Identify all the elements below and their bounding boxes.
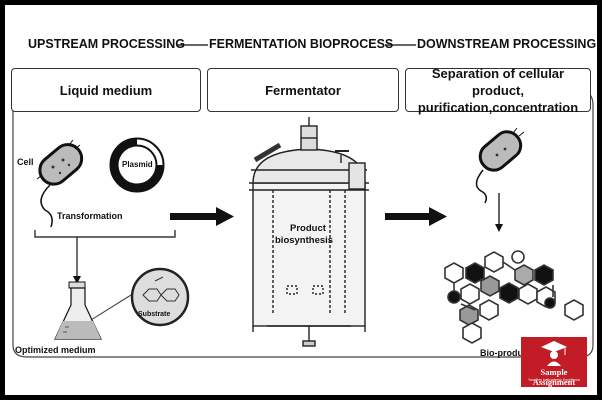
downstream-arrow-head (495, 224, 503, 232)
arrow-to-fermentor (170, 207, 234, 226)
product-cell-icon (475, 127, 525, 204)
stage-title-upstream: UPSTREAM PROCESSING (28, 37, 185, 51)
cell-icon (36, 139, 84, 228)
logo-tagline: Your Key to Academic Excellence (527, 378, 580, 382)
transformation-bracket (34, 230, 176, 238)
stage-title-downstream: DOWNSTREAM PROCESSING (417, 37, 597, 51)
diagram-canvas: UPSTREAM PROCESSING FERMENTATION BIOPROC… (5, 5, 597, 395)
substrate-pointer (90, 294, 132, 321)
label-bio-products: Bio-products (480, 348, 536, 358)
sample-assignment-logo: Sample Assignment Your Key to Academic E… (521, 337, 587, 387)
label-transformation: Transformation (57, 211, 123, 221)
label-substrate: Substrate (138, 311, 171, 318)
diagram-artwork (12, 44, 594, 358)
box-separation-line2: purification,concentration (417, 99, 579, 115)
label-biosynthesis: biosynthesis (275, 235, 334, 246)
arrow-to-downstream (385, 207, 447, 226)
label-optimized-medium: Optimized medium (15, 345, 96, 355)
bio-products-molecules-icon (444, 250, 584, 344)
box-fermentator: Fermentator (207, 68, 399, 112)
label-cell: Cell (17, 157, 34, 167)
box-liquid-medium: Liquid medium (11, 68, 201, 112)
label-plasmid: Plasmid (122, 160, 153, 169)
graduate-icon (541, 341, 567, 366)
box-separation: Separation of cellular product, purifica… (405, 65, 591, 115)
plasmid-icon (109, 137, 165, 193)
fermentor-vessel-icon (249, 117, 369, 347)
box-liquid-medium-label: Liquid medium (59, 82, 153, 98)
box-separation-line1: Separation of cellular product, (431, 65, 565, 98)
logo-name: Sample Assignment (532, 367, 576, 387)
box-fermentator-label: Fermentator (265, 82, 341, 98)
substrate-magnifier-icon (130, 267, 190, 327)
stage-title-fermentation: FERMENTATION BIOPROCESS (209, 37, 394, 51)
transformation-arrow-head (73, 276, 81, 284)
label-product: Product (290, 223, 326, 234)
flask-icon (54, 281, 102, 340)
